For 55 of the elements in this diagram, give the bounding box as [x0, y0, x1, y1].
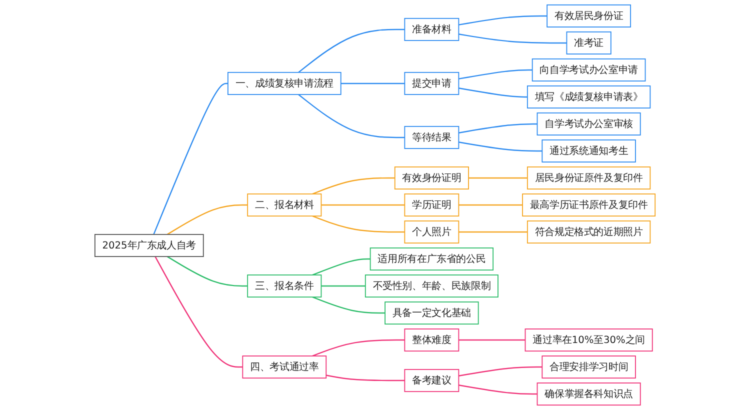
node-box: [384, 302, 479, 325]
node-box: [526, 220, 651, 244]
connector: [321, 285, 366, 287]
node-box: [542, 139, 636, 162]
node-box: [546, 4, 631, 28]
connector: [458, 384, 538, 395]
connector: [312, 177, 395, 195]
connector: [326, 374, 405, 382]
connector: [154, 256, 243, 368]
node-box: [227, 72, 342, 95]
node-box: [404, 193, 460, 216]
node-box: [404, 126, 460, 149]
connector: [166, 204, 248, 235]
connector: [458, 204, 523, 206]
connector: [312, 339, 405, 357]
node-box: [542, 356, 636, 379]
connector: [166, 256, 248, 287]
node-box: [242, 356, 327, 379]
connector: [321, 204, 405, 206]
node-box: [404, 369, 460, 392]
node-box: [394, 166, 469, 190]
connector: [298, 28, 405, 73]
node-box: [566, 31, 612, 54]
node-box: [364, 274, 498, 298]
connector: [312, 215, 405, 233]
connector: [312, 258, 370, 276]
connector: [458, 339, 526, 341]
connector: [458, 15, 548, 26]
node-box: [404, 220, 460, 244]
node-box: [536, 382, 641, 406]
node-box: [526, 85, 651, 108]
node-box: [522, 193, 656, 216]
connector: [340, 82, 405, 84]
node-box: [247, 274, 322, 298]
connector: [458, 142, 542, 152]
connector: [468, 177, 528, 179]
node-box: [247, 193, 322, 216]
connector: [458, 123, 538, 134]
node-box: [370, 248, 494, 270]
node-box: [404, 328, 460, 352]
node-box: [532, 58, 646, 82]
connector: [458, 231, 528, 233]
node-box: [524, 328, 653, 352]
connector: [458, 366, 542, 376]
node-box: [94, 234, 204, 257]
node-box: [526, 166, 651, 190]
node-box: [404, 18, 460, 41]
node-box: [404, 72, 460, 95]
connector: [458, 69, 532, 80]
connector: [298, 94, 405, 138]
connector: [312, 296, 386, 314]
connector: [458, 34, 567, 44]
connector: [153, 82, 228, 235]
node-box: [536, 112, 641, 136]
connector: [458, 88, 528, 98]
